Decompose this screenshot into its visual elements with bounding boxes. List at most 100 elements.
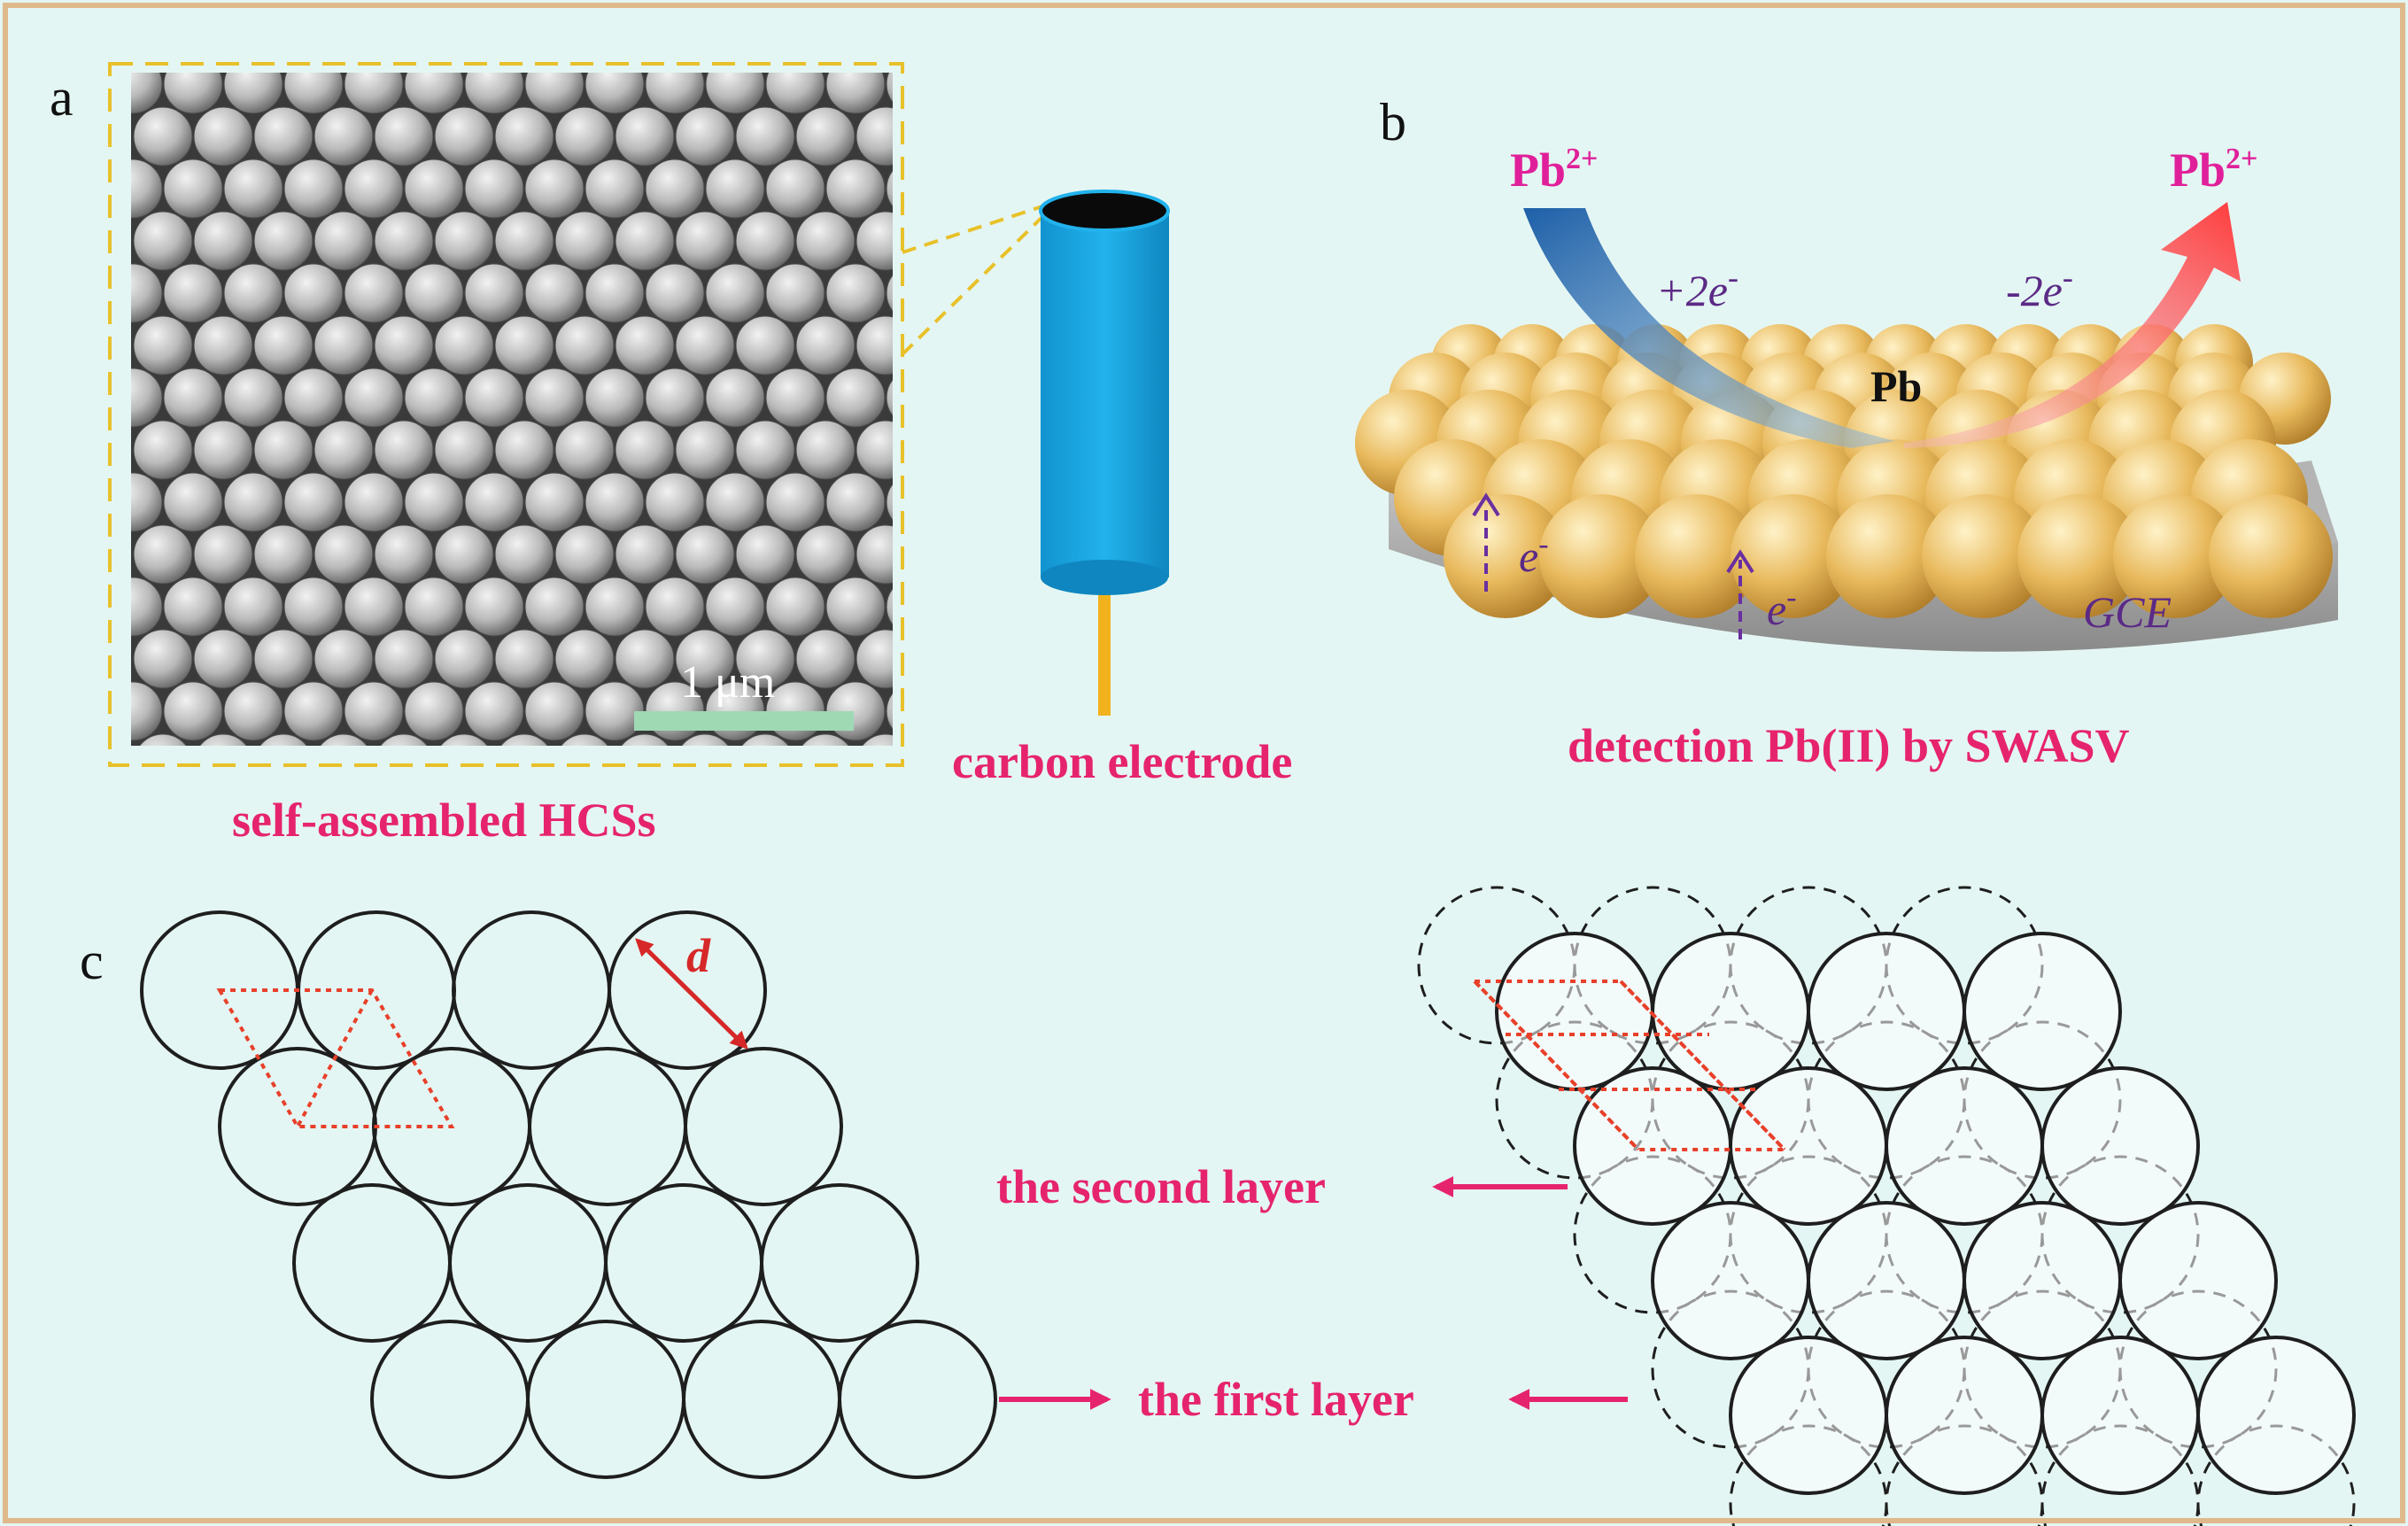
second-layer-circle bbox=[1963, 932, 2122, 1091]
sem-sphere bbox=[380, 733, 428, 746]
electron-label-2: e- bbox=[1767, 581, 1797, 634]
sem-sphere bbox=[223, 73, 283, 114]
second-layer-circle bbox=[1885, 1066, 2044, 1226]
sem-sphere bbox=[554, 211, 615, 271]
oxidation-label: -2e- bbox=[2006, 259, 2073, 315]
sem-sphere bbox=[163, 577, 223, 637]
sem-sphere bbox=[464, 577, 524, 637]
sem-sphere bbox=[253, 211, 314, 271]
sem-sphere bbox=[554, 420, 615, 480]
scale-bar-label: 1 μm bbox=[680, 657, 775, 708]
sem-sphere bbox=[223, 368, 283, 428]
sem-sphere bbox=[434, 524, 494, 585]
sem-sphere bbox=[133, 629, 193, 689]
sem-sphere bbox=[223, 681, 283, 741]
gold-sphere bbox=[1444, 494, 1568, 618]
sem-sphere bbox=[283, 368, 344, 428]
sem-sphere bbox=[856, 524, 893, 585]
spacing-symbol: d bbox=[686, 929, 711, 982]
sem-sphere bbox=[825, 472, 886, 532]
sem-sphere bbox=[705, 73, 765, 114]
sem-sphere bbox=[131, 681, 163, 741]
sem-sphere bbox=[524, 159, 585, 219]
sem-sphere bbox=[404, 681, 464, 741]
sem-sphere bbox=[253, 315, 314, 376]
second-layer-circle bbox=[2040, 1066, 2200, 1226]
second-layer-circle bbox=[2196, 1336, 2356, 1495]
sem-sphere bbox=[856, 315, 893, 376]
sem-sphere bbox=[283, 263, 344, 323]
sem-sphere bbox=[856, 211, 893, 271]
scale-bar bbox=[634, 711, 854, 731]
sem-sphere bbox=[500, 733, 548, 746]
sem-sphere bbox=[675, 211, 735, 271]
sem-sphere bbox=[320, 733, 368, 746]
sem-sphere bbox=[645, 263, 705, 323]
second-layer-circle bbox=[1729, 1336, 1888, 1495]
sem-sphere bbox=[795, 315, 856, 376]
second-layer-circle bbox=[1729, 1066, 1888, 1226]
sem-sphere bbox=[741, 733, 789, 746]
sem-frame bbox=[108, 62, 904, 767]
reduction-label: +2e- bbox=[1656, 259, 1738, 315]
gold-sphere-array bbox=[1355, 324, 2333, 618]
sem-sphere bbox=[825, 73, 886, 114]
sem-sphere bbox=[795, 420, 856, 480]
packing-circle bbox=[608, 910, 767, 1070]
sem-sphere bbox=[223, 472, 283, 532]
sem-sphere bbox=[374, 315, 434, 376]
sem-sphere bbox=[434, 211, 494, 271]
sem-sphere bbox=[825, 577, 886, 637]
sem-sphere bbox=[131, 472, 163, 532]
sem-sphere bbox=[283, 472, 344, 532]
sem-sphere bbox=[801, 733, 849, 746]
sem-sphere bbox=[615, 211, 675, 271]
sem-sphere bbox=[193, 420, 253, 480]
sem-sphere bbox=[440, 733, 488, 746]
sem-sphere bbox=[675, 629, 735, 689]
sem-sphere bbox=[585, 472, 645, 532]
first-layer-packing-diagram bbox=[140, 910, 997, 1479]
sem-sphere bbox=[615, 315, 675, 376]
sem-sphere bbox=[856, 106, 893, 167]
sem-sphere bbox=[886, 587, 893, 626]
sem-sphere bbox=[131, 263, 163, 323]
sem-sphere bbox=[404, 577, 464, 637]
electron-flow-2 bbox=[1726, 549, 1754, 639]
pb-deposit-label: Pb bbox=[1870, 361, 1922, 411]
sem-sphere bbox=[765, 368, 825, 428]
sem-sphere bbox=[131, 577, 163, 637]
sem-sphere bbox=[404, 368, 464, 428]
packing-circle bbox=[838, 1320, 997, 1479]
panel-letter-c: c bbox=[80, 932, 104, 990]
first-layer-label: the first layer bbox=[1138, 1373, 1414, 1426]
sem-sphere bbox=[621, 733, 669, 746]
sem-sphere bbox=[825, 263, 886, 323]
sem-sphere bbox=[765, 73, 825, 114]
sem-sphere bbox=[554, 629, 615, 689]
sem-sphere bbox=[464, 159, 524, 219]
stacked-layers-packing-diagram bbox=[1495, 932, 2356, 1495]
sem-sphere bbox=[464, 73, 524, 114]
sem-sphere bbox=[133, 420, 193, 480]
sem-sphere bbox=[524, 368, 585, 428]
sem-sphere bbox=[314, 211, 374, 271]
sem-sphere bbox=[131, 368, 163, 428]
sem-sphere bbox=[765, 159, 825, 219]
sem-sphere bbox=[645, 472, 705, 532]
pb-ion-right: Pb2+ bbox=[2170, 143, 2257, 197]
sem-sphere bbox=[735, 420, 795, 480]
sem-sphere bbox=[735, 106, 795, 167]
sem-sphere bbox=[344, 368, 404, 428]
reduction-arrow bbox=[1523, 208, 1895, 448]
sem-sphere bbox=[131, 73, 163, 114]
sem-sphere bbox=[675, 315, 735, 376]
sem-sphere bbox=[344, 73, 404, 114]
panel-letter-a: a bbox=[50, 68, 74, 127]
sem-sphere bbox=[133, 524, 193, 585]
second-layer-circle bbox=[1651, 932, 1810, 1091]
sem-sphere bbox=[615, 629, 675, 689]
sem-sphere bbox=[344, 159, 404, 219]
sem-sphere bbox=[585, 577, 645, 637]
pb-ion-left: Pb2+ bbox=[1510, 143, 1598, 197]
